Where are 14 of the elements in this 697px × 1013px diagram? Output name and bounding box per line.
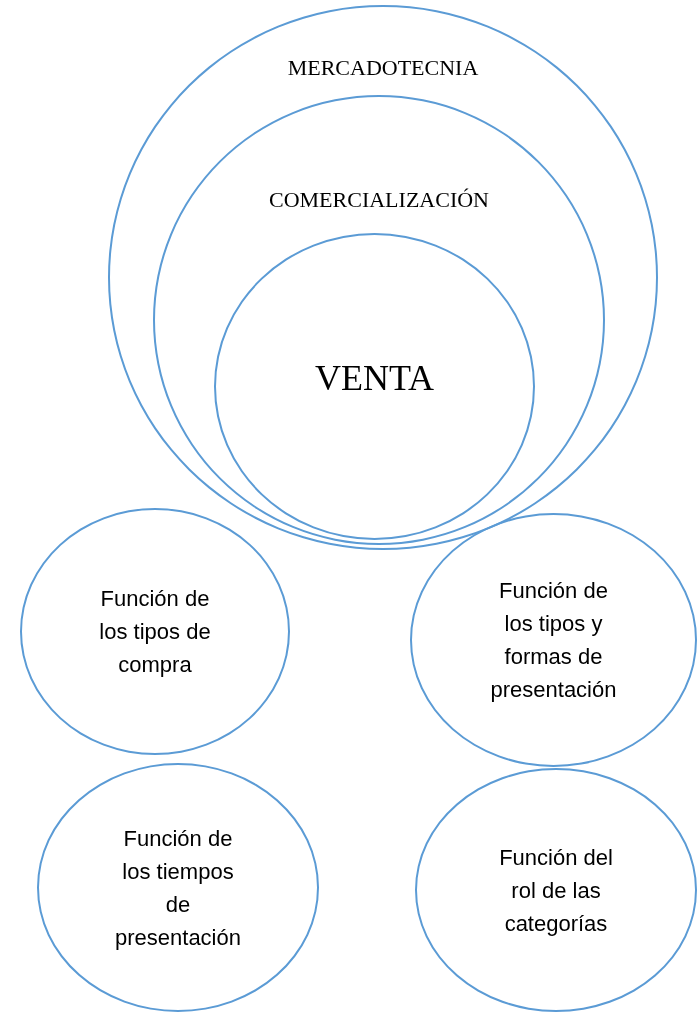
- circle: [214, 233, 535, 540]
- circle-label: MERCADOTECNIA: [287, 55, 479, 82]
- circle: [108, 5, 658, 550]
- circle: [415, 768, 697, 1012]
- circle-label: COMERCIALIZACIÓN: [269, 187, 489, 214]
- circle-label: Función de los tipos y formas de presentación: [489, 577, 618, 704]
- circle: [410, 513, 697, 767]
- circle: [37, 763, 319, 1012]
- circle: [20, 508, 290, 755]
- circle-label: Función del rol de las categorías: [498, 843, 614, 938]
- circle-label: VENTA: [314, 357, 435, 400]
- circle-label: Función de los tiempos de presentación: [114, 824, 242, 952]
- circle-label: Función de los tipos de compra: [98, 585, 212, 679]
- circle: [153, 95, 605, 545]
